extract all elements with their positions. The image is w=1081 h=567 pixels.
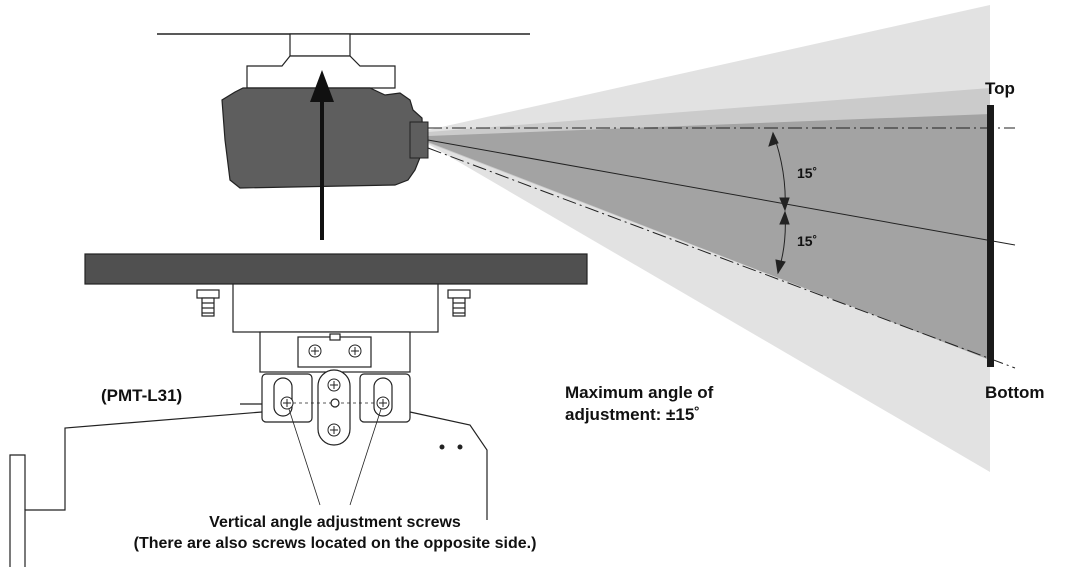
bar-screw-top-icon [327,378,341,392]
center-pivot [330,398,340,408]
body-dot-1 [439,444,445,450]
lower-arc-arrowhead [775,259,786,275]
right-bolt [447,289,471,317]
top-label: Top [985,79,1015,98]
lower-dashdot-line [427,147,1016,369]
screws-caption-line2: (There are also screws located on the op… [134,535,537,552]
beam-lines [427,127,1016,369]
screws [280,344,463,450]
adjustment-screw-right-icon [376,396,390,410]
max-angle-label-line1: Maximum angle of [565,383,714,402]
projector-body-outline [24,411,488,567]
ceiling-bracket [289,33,351,57]
lower-angle-label: 15˚ [797,233,817,249]
body-dot-2 [457,444,463,450]
upper-angle-label: 15˚ [797,165,817,181]
labels: Top Bottom 15˚ 15˚ (PMT-L31) Maximum ang… [101,79,1044,552]
mount-assembly [9,253,588,567]
max-angle-label-line2: adjustment: ±15˚ [565,405,700,424]
angle-arcs [768,131,790,275]
center-bar [317,369,351,446]
bottom-label: Bottom [985,383,1044,402]
bar-screw-bottom-icon [327,423,341,437]
block-screw-left-icon [308,344,322,358]
leader-line-left [286,402,321,506]
block-screw-right-icon [348,344,362,358]
lower-arc-arrowhead-top [779,210,790,225]
adjustment-beam [428,114,990,360]
screws-caption-line1: Vertical angle adjustment screws [209,514,461,531]
leader-line-right [349,402,384,506]
adjustment-screw-left-icon [280,396,294,410]
center-axis-line [427,139,1016,246]
upper-arc-arrowhead-bottom [779,197,790,212]
projector-lens [409,121,429,159]
left-bolt [196,289,220,317]
upward-arrow [310,70,334,240]
mount-block-tab [329,333,341,341]
upward-arrowhead [310,70,334,102]
mount-plate [84,253,588,285]
projection-cones [428,5,990,472]
projection-screen [987,105,994,367]
projector-body-lower-edge [9,454,26,567]
mount-housing [232,283,439,333]
upper-arc-arrowhead [768,131,779,147]
model-label: (PMT-L31) [101,386,182,405]
